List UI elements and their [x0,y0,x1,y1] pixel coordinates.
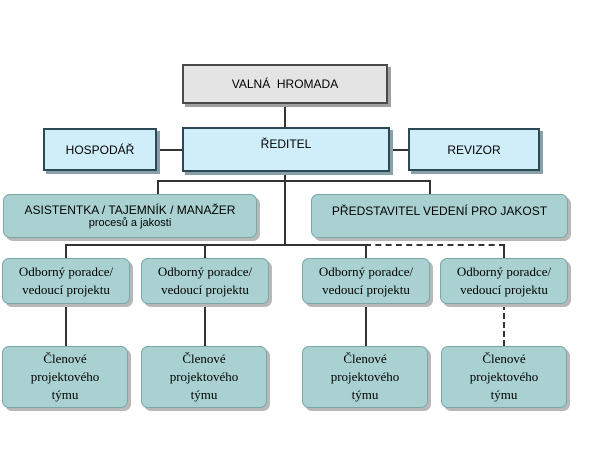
asistentka-label-line2: procesů a jakosti [88,217,172,229]
poradce-box-1: Odborný poradce/ vedoucí projektu [2,258,130,304]
poradce-4-line2: vedoucí projektu [460,282,548,297]
poradce-1-line1: Odborný poradce/ [18,264,114,279]
revizor-box: REVIZOR [408,128,540,171]
clenove-box-1: Členové projektového týmu [2,346,128,408]
reditel-box: ŘEDITEL [182,127,390,172]
reditel-label: ŘEDITEL [260,137,312,151]
connector-staff-left [157,180,159,194]
poradce-4-line1: Odborný poradce/ [456,264,552,279]
connector-staff-right [429,180,431,194]
connector-projects-dashed [365,244,505,246]
connector-valna-reditel [284,104,286,128]
poradce-box-2: Odborný poradce/ vedoucí projektu [141,258,269,304]
poradce-3-line1: Odborný poradce/ [318,264,414,279]
clenove-2-line1: Členové [182,351,226,366]
clenove-1-line3: týmu [51,387,79,402]
clenove-3-line3: týmu [351,387,379,402]
clenove-3-line2: projektového [330,369,400,384]
clenove-box-3: Členové projektového týmu [302,346,428,408]
poradce-2-line1: Odborný poradce/ [157,264,253,279]
clenove-1-line2: projektového [30,369,100,384]
connector-clenove-2 [204,304,206,346]
hospodar-label: HOSPODÁŘ [65,142,135,157]
connector-staff-bar [157,180,431,182]
clenove-2-line2: projektového [169,369,239,384]
clenove-box-4: Členové projektového týmu [441,346,567,408]
connector-hospodar-reditel [157,149,182,151]
valna-hromada-box: VALNÁ HROMADA [182,64,388,104]
connector-clenove-3 [365,304,367,346]
clenove-4-line1: Členové [482,351,526,366]
revizor-label: REVIZOR [447,142,501,157]
asistentka-box: ASISTENTKA / TAJEMNÍK / MANAŽER procesů … [3,194,257,238]
clenove-1-line1: Členové [43,351,87,366]
hospodar-box: HOSPODÁŘ [43,128,157,171]
clenove-4-line3: týmu [490,387,518,402]
connector-poradce-3 [365,244,367,258]
connector-clenove-1 [65,304,67,346]
predstavitel-label: PŘEDSTAVITEL VEDENÍ PRO JAKOST [331,204,548,218]
clenove-2-line3: týmu [190,387,218,402]
clenove-3-line1: Členové [343,351,387,366]
connector-poradce-4-dashed [503,246,505,258]
connector-reditel-revizor [390,149,408,151]
clenove-box-2: Členové projektového týmu [141,346,267,408]
poradce-1-line2: vedoucí projektu [22,282,110,297]
asistentka-label-line1: ASISTENTKA / TAJEMNÍK / MANAŽER [24,203,236,217]
connector-reditel-trunk [284,172,286,246]
predstavitel-box: PŘEDSTAVITEL VEDENÍ PRO JAKOST [311,194,568,238]
connector-poradce-1 [65,244,67,258]
valna-hromada-label: VALNÁ HROMADA [231,77,339,91]
connector-clenove-4-dashed [503,304,505,346]
poradce-2-line2: vedoucí projektu [161,282,249,297]
connector-poradce-2 [204,244,206,258]
clenove-4-line2: projektového [469,369,539,384]
poradce-box-4: Odborný poradce/ vedoucí projektu [440,258,568,304]
poradce-3-line2: vedoucí projektu [322,282,410,297]
poradce-box-3: Odborný poradce/ vedoucí projektu [302,258,430,304]
connector-projects-bar [65,244,365,246]
